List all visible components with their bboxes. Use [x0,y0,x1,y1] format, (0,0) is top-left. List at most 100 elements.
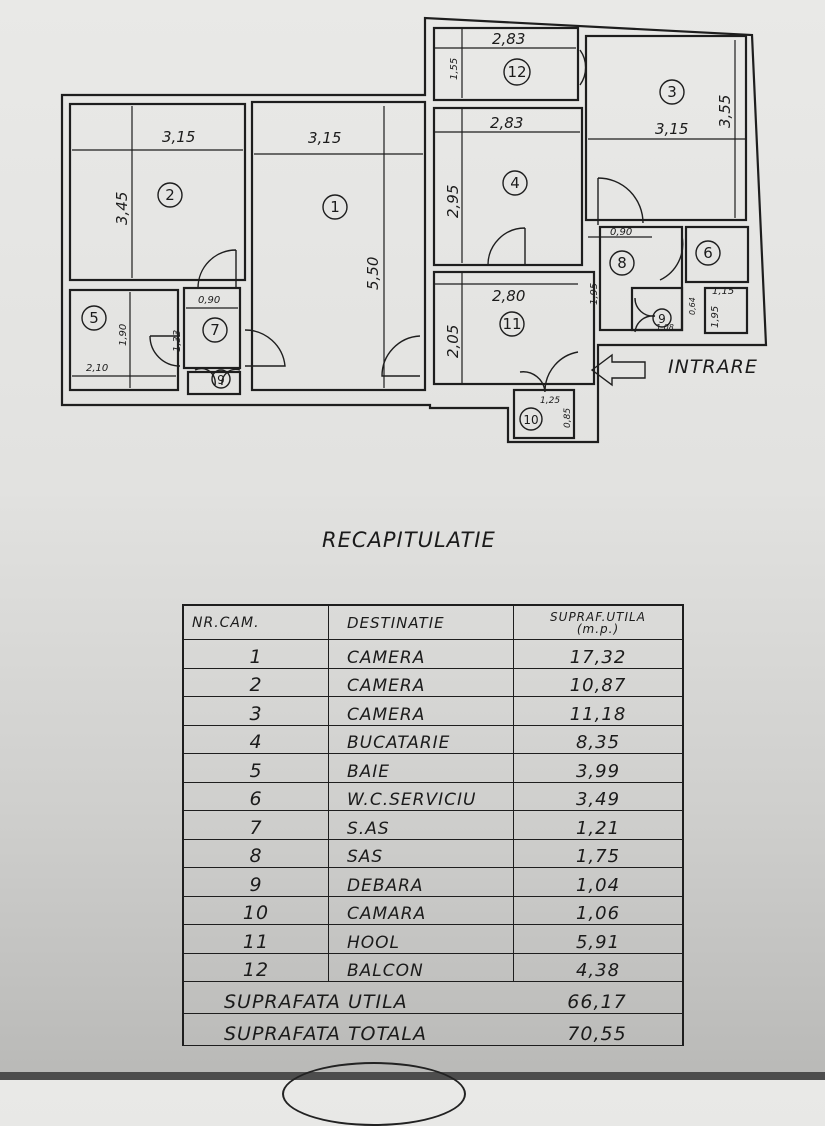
room-number: 12 [507,63,526,81]
entrance-label: INTRARE [668,356,758,378]
dim-label: 3,15 [162,128,195,146]
room-number-cell: 2 [249,674,263,696]
area-cell: 3,49 [513,782,682,810]
dim-label: 3,45 [113,192,131,225]
dim-label: 2,10 [86,363,108,374]
summary-table: NR.CAM. DESTINATIE SUPRAF.UTILA (m.p.) 1… [182,604,684,1046]
dim-label: 0,64 [688,297,697,315]
room-5 [68,288,180,392]
room-number: 9 [658,312,666,326]
area-cell: 11,18 [513,697,682,725]
dim-label: 0,90 [610,227,632,238]
room-number-cell: 12 [242,959,270,981]
area-cell: 17,32 [513,640,682,668]
destination-cell: HOOL [328,925,513,953]
room-number-cell: 9 [249,873,263,896]
dim-label: 2,05 [444,325,462,358]
floor-plan: 1 2 3 4 5 6 7 8 9 9 10 11 12 3,15 3,45 3… [60,16,768,444]
room-7 [182,286,242,370]
area-cell: 1,04 [513,868,682,896]
dim-label: 3,15 [308,129,341,147]
room-number: 5 [89,309,99,327]
destination-cell: CAMARA [328,896,513,924]
room-number: 1 [330,198,340,216]
dimension-lines [72,28,745,388]
total-area-row: SUPRAFATA TOTALA 70,55 [184,1014,682,1046]
dim-label: 5,50 [364,257,382,290]
area-cell: 1,21 [513,811,682,839]
dim-label: 1,15 [712,286,734,297]
room-small [703,286,749,335]
header-area-label: SUPRAF.UTILA [550,609,646,624]
room-12 [432,26,580,102]
room-2 [68,102,247,282]
room-number-cell: 1 [249,645,263,668]
dim-label: 1,08 [656,323,674,332]
destination-cell: DEBARA [328,868,513,896]
destination-cell: S.AS [328,811,513,839]
dim-label: 1,55 [449,58,460,80]
room-number: 6 [703,244,713,262]
destination-cell: CAMERA [328,697,513,725]
header-nr: NR.CAM. [192,614,260,631]
room-number-cell: 4 [249,731,263,753]
cadastre-stamp [282,1062,466,1126]
room-9b [630,286,684,332]
dim-label: 0,90 [198,295,220,306]
room-number-cell: 8 [249,845,263,867]
table-header: NR.CAM. DESTINATIE SUPRAF.UTILA (m.p.) [184,606,682,640]
area-cell: 10,87 [513,668,682,696]
room-9a [186,370,242,396]
room-number-cell: 6 [249,788,263,810]
room-3 [584,34,748,222]
header-area-unit: (m.p.) [576,621,620,636]
room-4 [432,106,584,267]
useful-area-value: 66,17 [567,991,627,1013]
area-cell: 1,75 [513,839,682,867]
room-number-cell: 10 [242,902,270,924]
total-area-value: 70,55 [567,1023,627,1045]
room-number: 10 [523,413,538,427]
dim-label: 1,95 [710,306,721,328]
total-area-label: SUPRAFATA TOTALA [224,1023,427,1045]
room-number: 7 [210,321,220,339]
room-number: 9 [217,373,225,387]
destination-cell: BALCON [328,953,513,981]
dim-label: 2,83 [490,114,523,132]
room-number: 2 [165,186,175,204]
destination-cell: BUCATARIE [328,725,513,753]
doors [149,49,684,393]
room-number: 3 [667,83,677,101]
dim-label: 2,83 [492,30,525,48]
room-number: 4 [510,174,520,192]
dim-label: 3,15 [655,120,688,138]
destination-cell: CAMERA [328,668,513,696]
dim-label: 1,25 [540,396,560,406]
area-cell: 5,91 [513,925,682,953]
destination-cell: BAIE [328,754,513,782]
useful-area-row: SUPRAFATA UTILA 66,17 [184,982,682,1014]
dim-label: 0,85 [563,408,573,428]
room-numbers: 1 2 3 4 5 6 7 8 9 9 10 11 12 [81,58,721,431]
room-1 [250,100,427,392]
header-area: SUPRAF.UTILA (m.p.) [513,606,682,639]
room-number-cell: 7 [249,816,263,839]
dimension-labels: 3,15 3,45 3,15 5,50 0,90 1,90 2,10 1,33 … [86,30,734,428]
destination-cell: CAMERA [328,640,513,668]
dim-label: 1,33 [172,330,183,352]
room-number-cell: 11 [242,930,270,953]
useful-area-label: SUPRAFATA UTILA [224,991,408,1013]
dim-label: 2,80 [492,287,525,305]
room-11 [432,270,596,386]
header-destination: DESTINATIE [328,606,513,639]
summary-title: RECAPITULATIE [322,528,496,552]
